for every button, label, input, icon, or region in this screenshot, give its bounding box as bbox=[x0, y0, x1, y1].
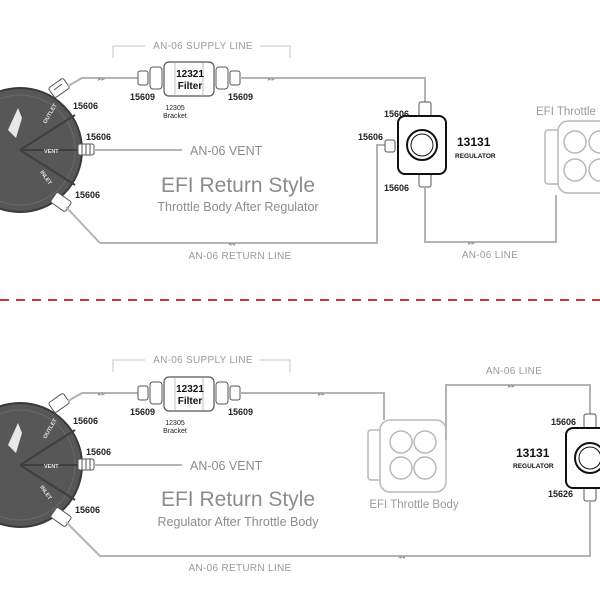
top-fitting-inlet bbox=[50, 192, 72, 212]
bottom-subtitle: Regulator After Throttle Body bbox=[158, 515, 320, 529]
bottom-supply-line-a bbox=[67, 392, 140, 402]
bottom-supply-line-label: AN-06 SUPPLY LINE bbox=[153, 355, 253, 366]
bottom-fit-vent-label: 15606 bbox=[86, 447, 111, 457]
top-filter: 12321 Filter bbox=[137, 61, 241, 97]
bottom-bracket-num: 12305 bbox=[165, 420, 185, 427]
top-throttle-body bbox=[544, 120, 600, 194]
bottom-an06-line bbox=[445, 384, 591, 440]
svg-text:◂◂: ◂◂ bbox=[398, 553, 406, 561]
top-return-line-label: AN-06 RETURN LINE bbox=[189, 251, 292, 262]
top-return-line bbox=[65, 144, 392, 244]
svg-text:▸▸: ▸▸ bbox=[98, 390, 106, 398]
top-reg-fit-bottom: 15606 bbox=[384, 183, 409, 193]
top-fit-filter-out: 15609 bbox=[228, 92, 253, 102]
top-regulator bbox=[384, 101, 447, 188]
bottom-fitting-inlet bbox=[50, 507, 72, 527]
svg-text:▸▸: ▸▸ bbox=[468, 239, 476, 247]
top-port-vent: VENT bbox=[44, 149, 59, 155]
top-supply-bracket bbox=[112, 45, 291, 58]
bottom-supply-bracket bbox=[112, 359, 291, 372]
bottom-port-vent: VENT bbox=[44, 464, 59, 470]
bottom-fitting-vent bbox=[77, 458, 95, 471]
top-fit-vent-label: 15606 bbox=[86, 132, 111, 142]
bottom-throttle-label: EFI Throttle Body bbox=[369, 499, 459, 511]
bottom-an06-line-label: AN-06 LINE bbox=[486, 366, 542, 377]
top-subtitle: Throttle Body After Regulator bbox=[157, 200, 318, 214]
svg-text:▸▸: ▸▸ bbox=[98, 75, 106, 83]
bottom-fit-outlet-label: 15606 bbox=[73, 416, 98, 426]
top-filter-word: Filter bbox=[178, 81, 203, 92]
top-fit-filter-in: 15609 bbox=[130, 92, 155, 102]
bottom-return-line bbox=[65, 502, 591, 557]
bottom-diagram: AN-06 SUPPLY LINE OUTLET VENT INLET 1560… bbox=[0, 355, 600, 574]
bottom-filter-num: 12321 bbox=[176, 384, 204, 395]
bottom-throttle-body bbox=[367, 419, 447, 493]
svg-text:◂◂: ◂◂ bbox=[228, 240, 236, 248]
bottom-return-line-label: AN-06 RETURN LINE bbox=[189, 563, 292, 574]
svg-text:▸▸: ▸▸ bbox=[268, 75, 276, 83]
top-throttle-label: EFI Throttle bbox=[536, 106, 596, 118]
top-vent-label: AN-06 VENT bbox=[190, 144, 263, 158]
bottom-filter: 12321 Filter bbox=[137, 376, 241, 412]
bottom-fit-inlet-label: 15606 bbox=[75, 505, 100, 515]
top-fitting-vent bbox=[77, 143, 95, 156]
top-an06-line-label: AN-06 LINE bbox=[462, 250, 518, 261]
top-reg-fit-top: 15606 bbox=[384, 109, 409, 119]
bottom-reg-num: 13131 bbox=[516, 446, 550, 460]
top-reg-num: 13131 bbox=[457, 135, 491, 149]
svg-text:▸▸: ▸▸ bbox=[508, 382, 516, 390]
bottom-fitting-outlet bbox=[48, 393, 70, 413]
top-bracket-word: Bracket bbox=[163, 113, 187, 120]
bottom-bracket-word: Bracket bbox=[163, 428, 187, 435]
top-fit-outlet-label: 15606 bbox=[73, 101, 98, 111]
svg-text:▸▸: ▸▸ bbox=[318, 390, 326, 398]
bottom-reg-fit-bottom: 15626 bbox=[548, 489, 573, 499]
bottom-reg-fit-top: 15606 bbox=[551, 417, 576, 427]
top-an06-line bbox=[424, 187, 557, 243]
top-diagram: AN-06 SUPPLY LINE OUTLET VENT INLET 1560… bbox=[0, 41, 600, 262]
bottom-fit-filter-out: 15609 bbox=[228, 407, 253, 417]
bottom-supply-line-b bbox=[240, 392, 385, 420]
top-supply-line-label: AN-06 SUPPLY LINE bbox=[153, 41, 253, 52]
bottom-fit-filter-in: 15609 bbox=[130, 407, 155, 417]
top-reg-label: REGULATOR bbox=[455, 153, 496, 160]
bottom-fuel-pump: OUTLET VENT INLET bbox=[0, 402, 83, 528]
top-title: EFI Return Style bbox=[161, 174, 315, 197]
top-filter-num: 12321 bbox=[176, 69, 204, 80]
top-supply-line-a bbox=[67, 77, 140, 87]
pump-logo-icon bbox=[8, 423, 22, 453]
top-supply-line-b bbox=[240, 77, 426, 105]
top-fuel-pump: OUTLET VENT INLET bbox=[0, 87, 83, 213]
pump-logo-icon bbox=[8, 108, 22, 138]
bottom-vent-label: AN-06 VENT bbox=[190, 459, 263, 473]
top-fit-inlet-label: 15606 bbox=[75, 190, 100, 200]
bottom-filter-word: Filter bbox=[178, 396, 203, 407]
bottom-reg-label: REGULATOR bbox=[513, 463, 554, 470]
top-fitting-outlet bbox=[48, 78, 70, 98]
bottom-title: EFI Return Style bbox=[161, 488, 315, 511]
bottom-regulator bbox=[565, 413, 600, 502]
top-bracket-num: 12305 bbox=[165, 105, 185, 112]
top-reg-fit-left: 15606 bbox=[358, 132, 383, 142]
